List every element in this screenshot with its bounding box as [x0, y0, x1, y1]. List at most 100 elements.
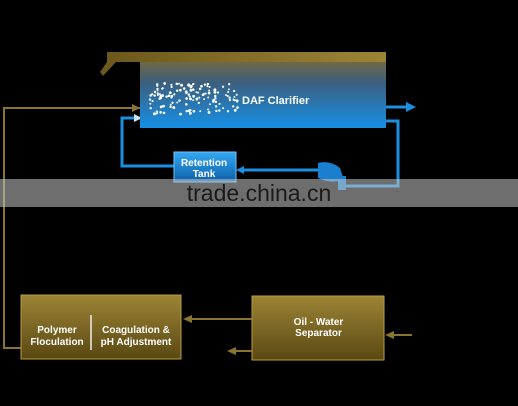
bubble — [171, 101, 174, 104]
retention-tank — [173, 151, 237, 183]
bubble — [149, 102, 152, 105]
bubble — [156, 89, 159, 92]
bubble — [206, 85, 209, 88]
bubble — [232, 98, 235, 101]
bubble — [187, 93, 190, 96]
bubble — [208, 89, 211, 92]
bubble — [195, 91, 198, 94]
bubble — [227, 88, 230, 91]
bubble — [168, 91, 172, 95]
bubble — [162, 104, 165, 108]
bubble — [189, 97, 192, 101]
bubble — [170, 94, 174, 98]
bubble — [208, 85, 211, 89]
bubble — [198, 96, 201, 99]
bubble — [161, 87, 164, 90]
bubble — [203, 98, 206, 101]
bubble — [192, 94, 196, 98]
bubble — [172, 106, 176, 110]
bubble — [216, 91, 220, 94]
arrow-oil-out — [227, 347, 252, 355]
bubble — [155, 83, 159, 86]
bubble — [212, 98, 216, 102]
bubble — [149, 107, 152, 110]
bubble — [192, 88, 195, 91]
bubble — [214, 97, 217, 100]
bubble — [214, 94, 217, 98]
bubble — [168, 94, 171, 97]
bubble — [213, 88, 217, 92]
bubble — [235, 93, 238, 96]
bubble — [228, 96, 231, 99]
bubble — [221, 85, 225, 88]
bubble — [158, 97, 161, 101]
daf-effluent-arrow — [386, 102, 416, 112]
bubble — [188, 111, 192, 115]
bubble — [176, 101, 179, 104]
bubble — [227, 90, 230, 93]
bubble — [169, 105, 172, 108]
bubble — [159, 105, 163, 109]
daf-clarifier-tank — [140, 58, 386, 128]
recycle-loop-line — [120, 116, 400, 188]
arrow-return-top — [132, 104, 140, 112]
bubble — [187, 83, 191, 87]
daf-feed-channel — [100, 52, 386, 76]
bubble — [236, 100, 239, 103]
bubble — [148, 98, 152, 101]
bubble — [185, 97, 188, 100]
bubble — [214, 105, 218, 108]
arrow-separator-to-coag — [183, 315, 252, 323]
bubble — [233, 108, 237, 112]
bubble — [188, 95, 191, 98]
bubble — [178, 82, 181, 85]
bubble — [197, 91, 200, 94]
bubble — [226, 110, 230, 113]
air-bubbles-icon — [148, 82, 239, 116]
bubble — [149, 94, 152, 97]
bubble — [228, 98, 232, 102]
bubble — [152, 112, 156, 116]
bubble — [185, 109, 188, 113]
bubble — [156, 84, 159, 87]
bubble — [236, 106, 239, 109]
bubble — [189, 89, 193, 92]
bubble — [203, 83, 207, 86]
arrow-into-daf — [134, 114, 142, 122]
bubble — [214, 100, 218, 104]
bubble — [153, 94, 156, 97]
bubble — [232, 105, 235, 108]
bubble — [195, 97, 199, 101]
bubble — [162, 111, 166, 115]
bubble — [173, 93, 176, 96]
bubble — [209, 103, 211, 106]
bubble — [159, 111, 162, 114]
bubble — [191, 83, 195, 86]
bubble — [192, 109, 196, 113]
bubble — [170, 83, 173, 86]
bubble — [156, 92, 159, 95]
bubble — [189, 86, 192, 89]
arrow-into-retention — [236, 166, 244, 174]
bubble — [187, 109, 191, 113]
bubble — [185, 103, 188, 106]
bubble — [207, 108, 210, 111]
bubble — [178, 99, 181, 102]
bubble — [155, 112, 159, 115]
bubble — [207, 96, 210, 99]
bubble — [179, 88, 182, 92]
bubble — [218, 102, 221, 105]
bubble — [175, 89, 179, 92]
bubble — [206, 82, 210, 86]
bubble — [156, 87, 159, 91]
bubble — [207, 91, 211, 95]
bubble — [218, 109, 221, 112]
bubble — [182, 87, 186, 90]
arrow-inlet-to-separator — [385, 331, 412, 339]
bubble — [180, 83, 184, 87]
bubble — [199, 110, 202, 113]
bubble — [155, 110, 159, 114]
bubble — [204, 92, 207, 95]
bubble — [222, 107, 225, 110]
